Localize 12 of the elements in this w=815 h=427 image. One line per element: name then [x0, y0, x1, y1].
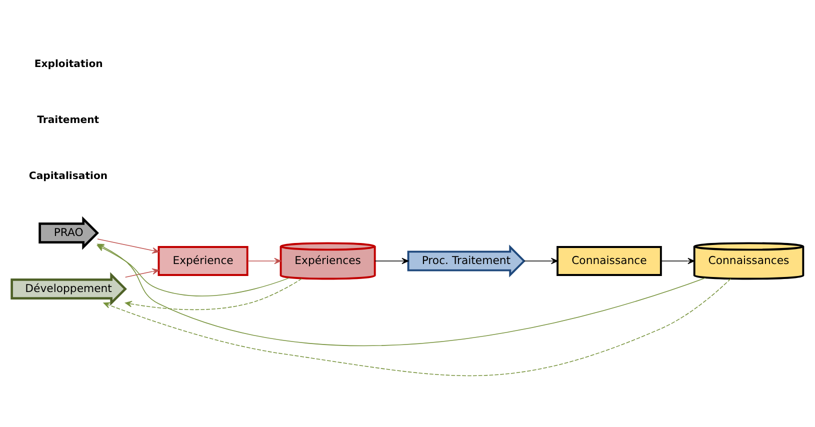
arrow: [247, 258, 282, 264]
arrow: [125, 278, 302, 310]
arrow: [660, 258, 695, 264]
arrow: [524, 258, 558, 264]
arrow: [103, 278, 732, 376]
arrow: [374, 258, 409, 264]
label: Exploitation: [34, 58, 103, 70]
arrow: [124, 268, 160, 278]
node-box: Connaissance: [556, 246, 662, 276]
node-box: Expérience: [158, 246, 248, 276]
label: Capitalisation: [28, 170, 108, 182]
label: Traitement: [37, 114, 100, 126]
